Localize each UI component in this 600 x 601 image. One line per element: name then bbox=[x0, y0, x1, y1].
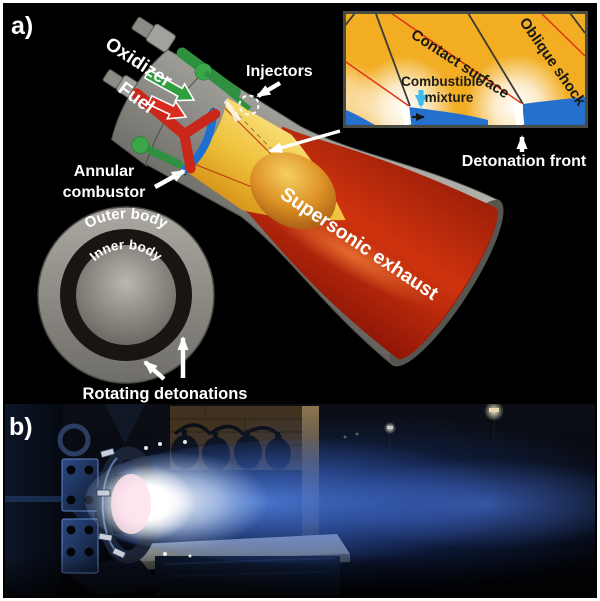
combustible-mixture-label-line1: Combustible bbox=[401, 74, 483, 89]
oxidizer-flow-arrow bbox=[143, 69, 196, 102]
flame-core-pink bbox=[111, 474, 151, 534]
inset-mixture-layer bbox=[346, 97, 585, 125]
detonation-front-left bbox=[401, 101, 412, 125]
white-annotation-arrows bbox=[143, 81, 528, 381]
annular-combustor-label-line2: combustor bbox=[63, 184, 146, 201]
injector-face-highlight bbox=[223, 99, 242, 123]
panel-a-letter: a) bbox=[11, 12, 33, 40]
exhaust-plume-tail bbox=[325, 459, 595, 549]
port-ring bbox=[57, 423, 91, 457]
injectors-arrow bbox=[256, 81, 282, 98]
bolt-glints bbox=[144, 440, 192, 558]
combustor-front-view: Outer body Inner body bbox=[37, 205, 215, 384]
panel-b-photo: b) bbox=[5, 404, 595, 596]
ground-shadow bbox=[5, 554, 595, 596]
fuel-manifold bbox=[131, 88, 221, 174]
inset-to-combustor-arrow bbox=[268, 129, 341, 153]
contact-surface-lines bbox=[346, 14, 585, 107]
injectors-dashed-circle bbox=[238, 94, 260, 116]
annular-combustor-label-line1: Annular bbox=[74, 163, 134, 180]
oxidizer-lines bbox=[131, 47, 252, 169]
detonation-front-label: Detonation front bbox=[462, 153, 587, 170]
inner-body-disc bbox=[76, 245, 176, 345]
rotating-detonations-label: Rotating detonations bbox=[83, 385, 248, 403]
flange-bolts bbox=[96, 447, 127, 559]
panel-a-diagram: Outer body Inner body bbox=[11, 11, 590, 403]
indicator-dots bbox=[343, 432, 359, 439]
oblique-shock-lines bbox=[346, 14, 585, 107]
detonation-front-right bbox=[513, 98, 525, 125]
detonation-structure-inset: Contact surface Oblique shock Combustibl… bbox=[343, 11, 589, 128]
rotating-detonations-arrow-1 bbox=[143, 360, 166, 381]
engine-3d-model bbox=[102, 16, 504, 367]
combustible-mixture-label-line2: mixture bbox=[425, 90, 474, 105]
panel-b-letter: b) bbox=[9, 413, 33, 441]
annular-combustor-arrow bbox=[153, 169, 186, 189]
injectors-label: Injectors bbox=[246, 63, 313, 80]
fuel-flow-arrow bbox=[147, 94, 188, 120]
plume-bulge bbox=[250, 152, 337, 230]
